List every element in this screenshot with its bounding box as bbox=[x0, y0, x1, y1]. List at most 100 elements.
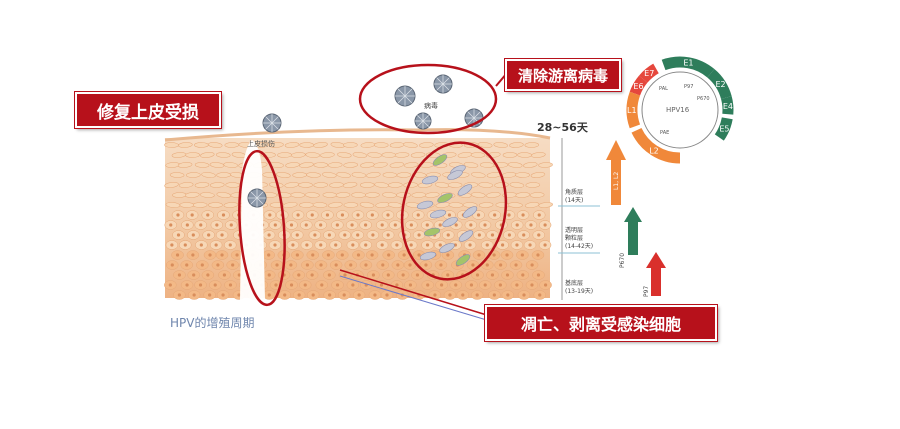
cell-nucleus bbox=[409, 223, 413, 227]
cell-nucleus bbox=[471, 263, 475, 267]
cell-nucleus bbox=[530, 283, 534, 287]
genome-center-label: HPV16 bbox=[666, 106, 690, 114]
cell-nucleus bbox=[231, 263, 235, 267]
cell-nucleus bbox=[485, 263, 489, 267]
epithelial-cell bbox=[382, 172, 398, 178]
cell-nucleus bbox=[498, 283, 502, 287]
cell-nucleus bbox=[483, 283, 487, 287]
cell-nucleus bbox=[177, 293, 181, 297]
cell-nucleus bbox=[364, 243, 368, 247]
cell-nucleus bbox=[529, 223, 533, 227]
epithelial-cell bbox=[192, 202, 208, 208]
epithelial-cell bbox=[285, 162, 300, 168]
cell-nucleus bbox=[191, 253, 195, 257]
cell-nucleus bbox=[485, 243, 489, 247]
virus-icon bbox=[414, 112, 432, 130]
cell-nucleus bbox=[521, 273, 525, 277]
epithelial-cell bbox=[486, 192, 501, 198]
cell-nucleus bbox=[343, 233, 347, 237]
epithelial-cell bbox=[373, 162, 388, 168]
cell-nucleus bbox=[483, 223, 487, 227]
cell-nucleus bbox=[438, 223, 442, 227]
epithelial-cell bbox=[299, 162, 314, 168]
callout-apoptosis: 凋亡、剥离受感染细胞 bbox=[484, 304, 718, 342]
gene-label: E6 bbox=[633, 82, 643, 91]
cell-nucleus bbox=[190, 213, 194, 217]
epithelial-cell bbox=[471, 172, 486, 178]
cell-nucleus bbox=[537, 213, 541, 217]
cell-nucleus bbox=[334, 263, 338, 267]
cell-nucleus bbox=[291, 243, 295, 247]
epithelial-cell bbox=[164, 182, 179, 188]
cell-nucleus bbox=[395, 243, 399, 247]
callout-clear-virus: 清除游离病毒 bbox=[504, 58, 622, 92]
virus-icon bbox=[247, 188, 267, 208]
cell-nucleus bbox=[176, 213, 180, 217]
cell-nucleus bbox=[425, 243, 430, 247]
cell-nucleus bbox=[537, 233, 541, 237]
promoter-pal: PAL bbox=[659, 86, 668, 92]
epithelial-cell bbox=[509, 182, 525, 188]
epithelial-cell bbox=[478, 202, 494, 208]
cell-nucleus bbox=[536, 253, 540, 257]
cell-nucleus bbox=[213, 283, 217, 287]
cell-nucleus bbox=[408, 263, 412, 267]
virus-icon bbox=[262, 113, 282, 133]
cell-nucleus bbox=[208, 293, 212, 297]
epithelial-cell bbox=[208, 142, 223, 148]
cell-nucleus bbox=[221, 213, 226, 217]
epithelial-cell bbox=[320, 152, 335, 158]
wound-label: 上皮损伤 bbox=[247, 139, 275, 148]
infected-ring bbox=[400, 141, 508, 281]
cell-nucleus bbox=[295, 233, 299, 237]
cell-nucleus bbox=[371, 273, 376, 277]
layer-name-2: 基底层 bbox=[565, 279, 583, 287]
epithelial-cell bbox=[337, 152, 352, 158]
layer-days-1: (14-42天) bbox=[565, 243, 593, 250]
promoter-p670: P670 bbox=[697, 96, 710, 102]
epithelial-cell bbox=[515, 172, 530, 178]
infected-cell bbox=[419, 251, 437, 261]
cell-nucleus bbox=[311, 253, 315, 257]
infected-cell bbox=[437, 193, 453, 203]
epithelial-cell bbox=[185, 152, 200, 158]
cell-nucleus bbox=[379, 283, 384, 287]
virus-icon bbox=[394, 85, 416, 107]
cell-nucleus bbox=[268, 213, 272, 217]
cell-nucleus bbox=[433, 293, 437, 297]
cell-nucleus bbox=[416, 213, 420, 217]
cell-nucleus bbox=[543, 243, 547, 247]
epithelial-cell bbox=[216, 172, 231, 178]
cell-nucleus bbox=[215, 223, 219, 227]
epithelial-cell bbox=[495, 202, 511, 208]
cell-nucleus bbox=[310, 273, 314, 277]
cell-nucleus bbox=[340, 253, 344, 257]
cell-nucleus bbox=[446, 273, 450, 277]
cell-nucleus bbox=[506, 293, 510, 297]
cell-nucleus bbox=[342, 293, 346, 297]
virus-ring bbox=[358, 63, 498, 135]
arrow-l1l2: L1, L2 bbox=[606, 140, 626, 205]
epithelial-cell bbox=[322, 192, 338, 198]
cell-nucleus bbox=[319, 263, 323, 267]
cell-nucleus bbox=[343, 273, 347, 277]
cell-nucleus bbox=[328, 293, 332, 297]
epithelial-cell bbox=[284, 142, 300, 148]
cell-nucleus bbox=[381, 263, 385, 267]
cell-nucleus bbox=[468, 243, 472, 247]
cell-nucleus bbox=[417, 253, 421, 257]
cell-nucleus bbox=[349, 263, 353, 267]
epithelial-cell bbox=[305, 192, 320, 198]
gene-label: L1 bbox=[627, 106, 637, 115]
cell-nucleus bbox=[175, 253, 180, 257]
cell-nucleus bbox=[446, 233, 450, 237]
connector-apoptosis-2 bbox=[339, 275, 491, 322]
cell-nucleus bbox=[169, 223, 173, 227]
epithelial-cell bbox=[208, 202, 223, 208]
cell-nucleus bbox=[475, 273, 480, 277]
cell-nucleus bbox=[327, 233, 331, 237]
cell-nucleus bbox=[385, 293, 389, 297]
promoter-pae: PAE bbox=[660, 130, 669, 136]
cell-nucleus bbox=[415, 273, 420, 277]
epithelial-cell bbox=[523, 162, 538, 168]
